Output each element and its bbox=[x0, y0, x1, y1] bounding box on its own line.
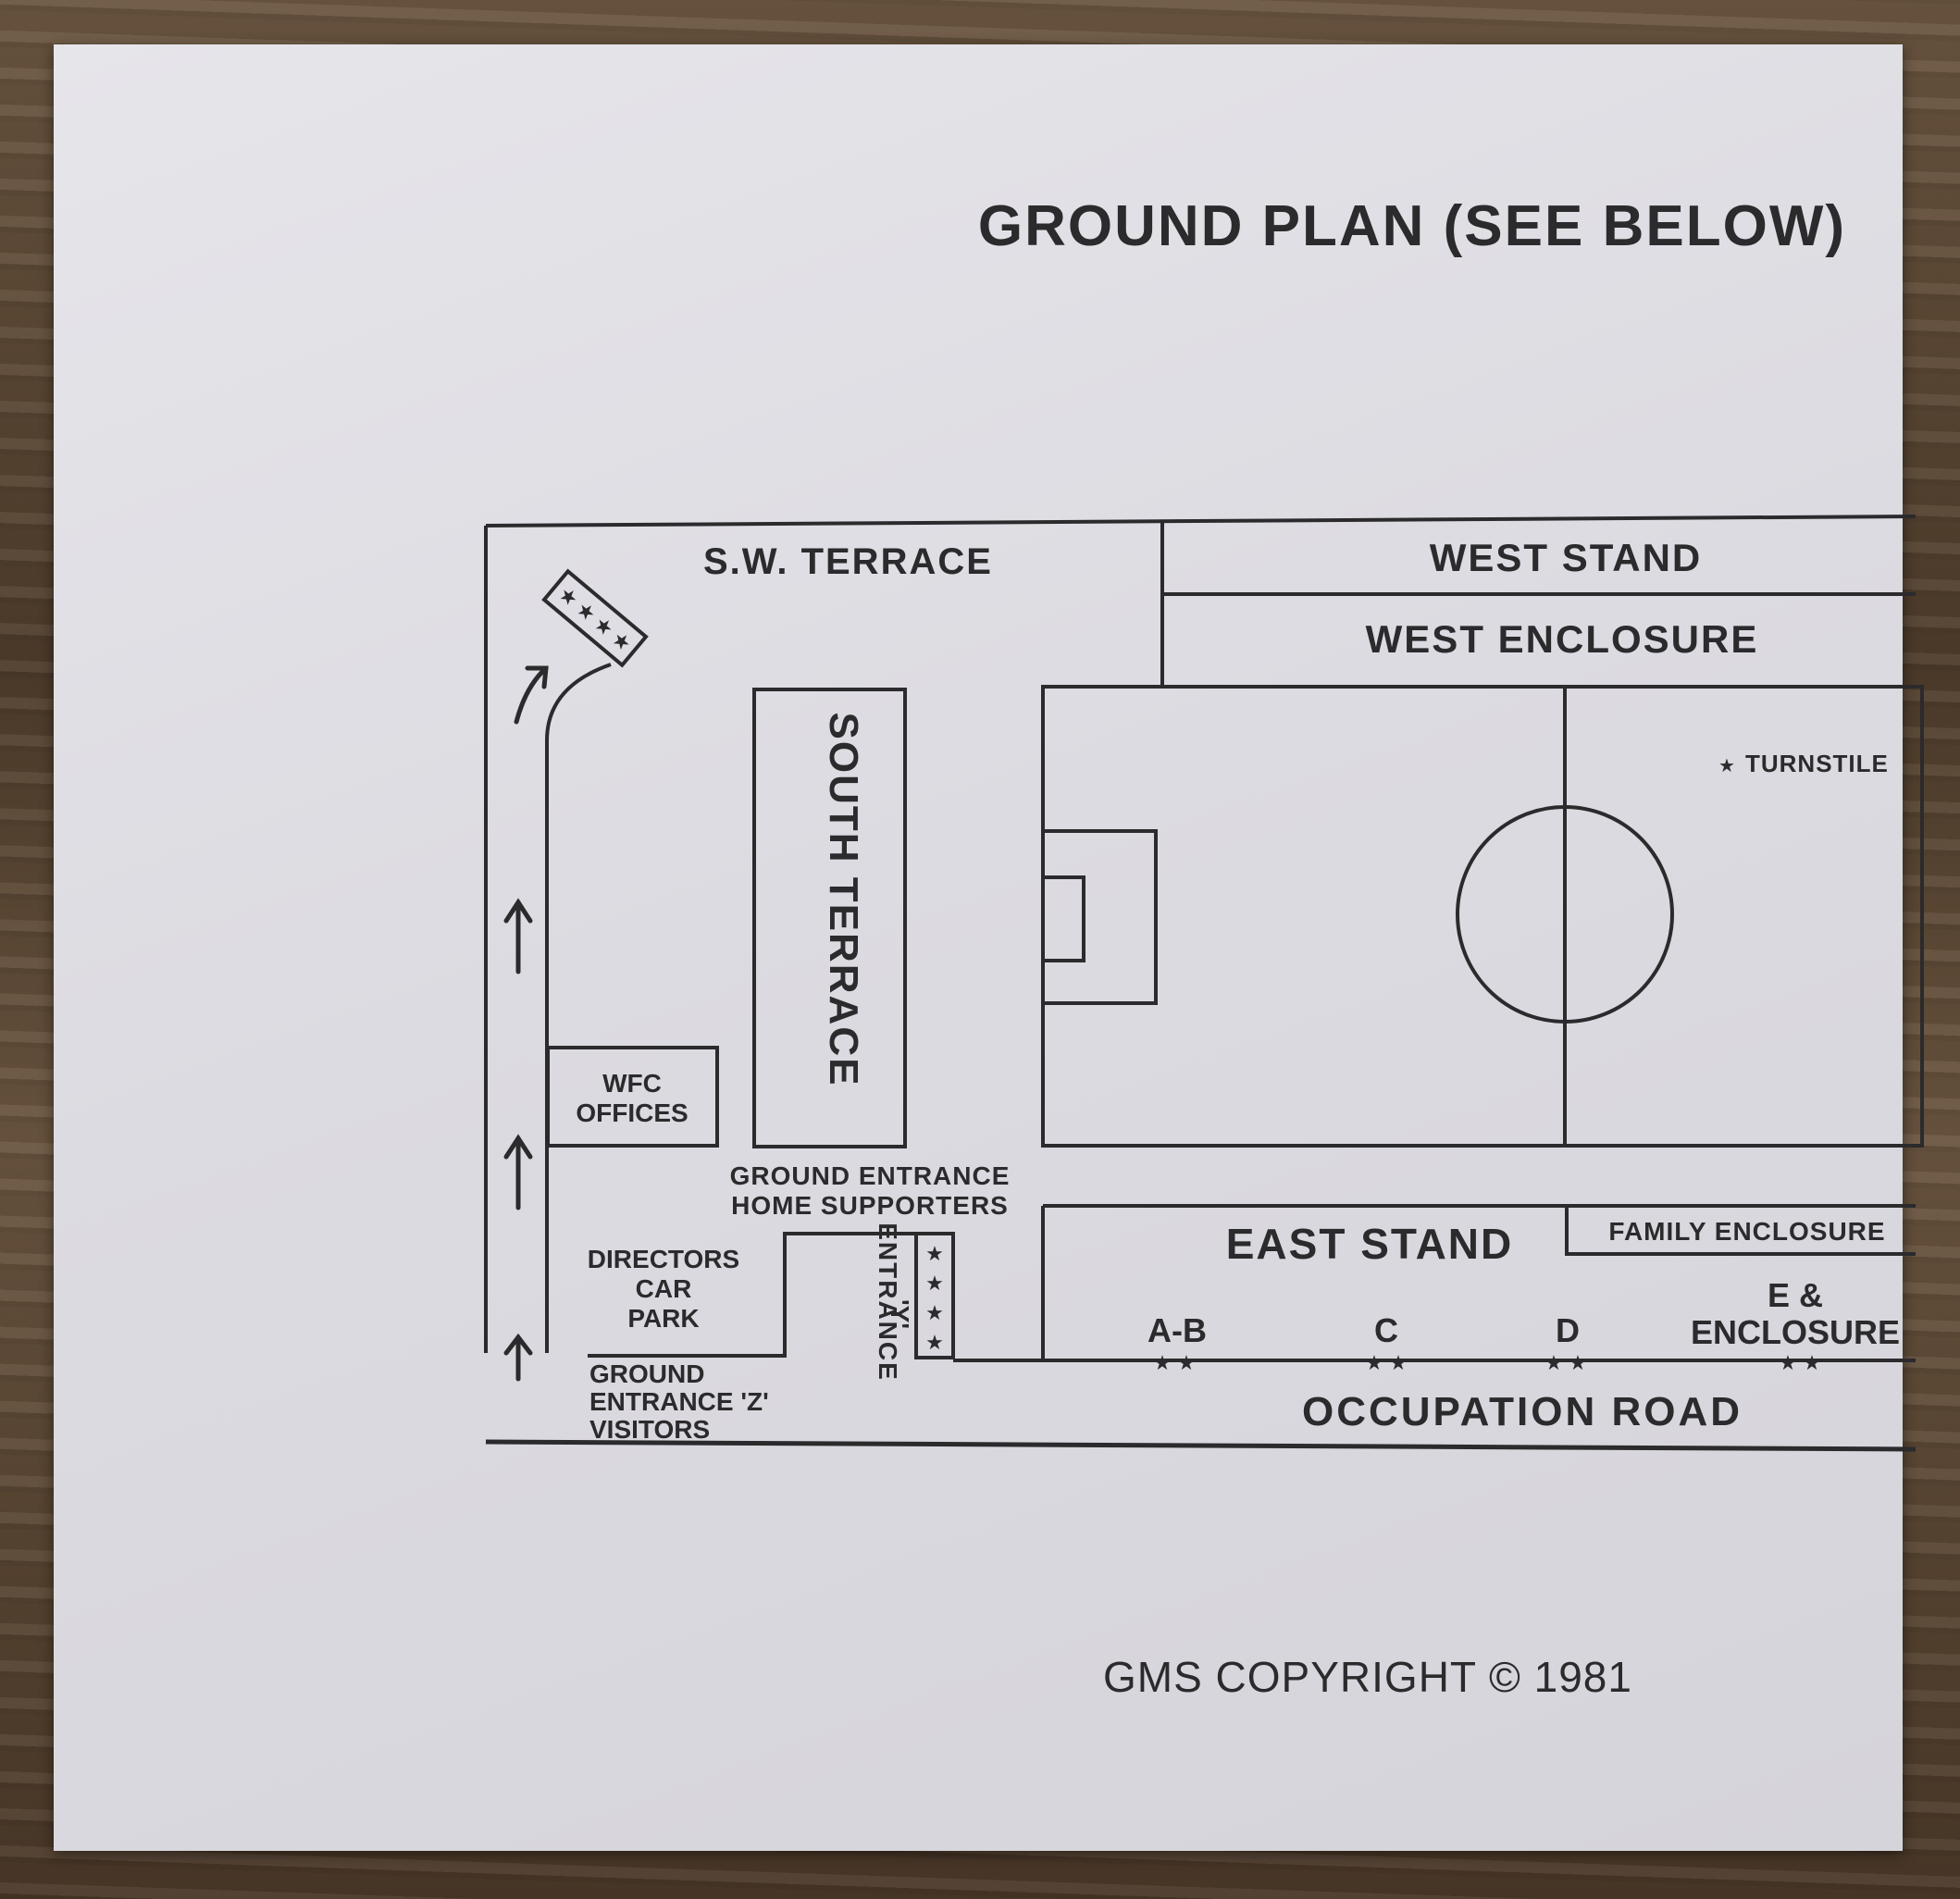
west-enclosure-label: WEST ENCLOSURE bbox=[1366, 617, 1759, 661]
star-icon: ★ bbox=[1544, 1352, 1563, 1375]
paper-sheet bbox=[54, 44, 1903, 1851]
star-icon: ★ bbox=[925, 1332, 944, 1355]
star-icon: ★ bbox=[925, 1272, 944, 1296]
star-icon: ★ bbox=[925, 1243, 944, 1266]
directors-label-3: PARK bbox=[627, 1304, 699, 1333]
arrow-up-icon bbox=[503, 1333, 533, 1382]
occupation-road-label: OCCUPATION ROAD bbox=[1302, 1389, 1743, 1434]
star-icon: ★ bbox=[1153, 1352, 1172, 1375]
entrance-y-label-2: 'Y' bbox=[886, 1299, 914, 1329]
penalty-area bbox=[1041, 829, 1158, 1005]
south-terrace-box bbox=[752, 688, 907, 1148]
internal-lane-path bbox=[545, 663, 612, 1353]
arrow-curved-icon bbox=[514, 665, 549, 725]
boundary-top-line bbox=[485, 515, 1917, 528]
sw-turnstile-box bbox=[541, 568, 649, 668]
visitors-entrance-label-3: VISITORS bbox=[589, 1415, 710, 1444]
turnstile-e-label-2: ENCLOSURE bbox=[1691, 1313, 1900, 1351]
turnstile-ab-label: A-B bbox=[1147, 1311, 1207, 1349]
goal-area bbox=[1041, 875, 1085, 962]
directors-label-2: CAR bbox=[636, 1274, 692, 1303]
sw-terrace-label: S.W. TERRACE bbox=[703, 541, 993, 582]
turnstile-d-label: D bbox=[1556, 1311, 1580, 1349]
directors-label-1: DIRECTORS bbox=[588, 1245, 739, 1273]
centre-circle bbox=[1456, 805, 1674, 1024]
star-icon: ★ bbox=[1718, 754, 1735, 776]
turnstile-legend-label: TURNSTILE bbox=[1745, 750, 1889, 777]
page-title: GROUND PLAN (SEE BELOW) bbox=[978, 194, 1846, 258]
wfc-label: WFC bbox=[602, 1069, 662, 1098]
east-stand-label: EAST STAND bbox=[1226, 1220, 1514, 1268]
star-icon: ★ bbox=[1803, 1352, 1821, 1375]
star-icon: ★ bbox=[925, 1302, 944, 1325]
home-entrance-label-2: HOME SUPPORTERS bbox=[731, 1191, 1009, 1220]
home-entrance-label-1: GROUND ENTRANCE bbox=[730, 1161, 1011, 1190]
visitors-entrance-label-1: GROUND bbox=[589, 1359, 704, 1388]
south-terrace-label: SOUTH TERRACE bbox=[821, 713, 866, 1087]
star-icon: ★ bbox=[1365, 1352, 1383, 1375]
visitors-entrance-label-2: ENTRANCE 'Z' bbox=[589, 1387, 769, 1416]
west-stand-label: WEST STAND bbox=[1430, 536, 1703, 579]
turnstile-e-label-1: E & bbox=[1768, 1276, 1823, 1314]
family-enclosure-label: FAMILY ENCLOSURE bbox=[1608, 1217, 1885, 1246]
boundary-bottom-line bbox=[485, 1439, 1917, 1452]
copyright-text: GMS COPYRIGHT © 1981 bbox=[1103, 1653, 1632, 1701]
star-icon: ★ bbox=[1177, 1352, 1196, 1375]
entrance-y-turnstile-box bbox=[914, 1232, 955, 1359]
turnstile-c-label: C bbox=[1374, 1311, 1398, 1349]
star-icon: ★ bbox=[1569, 1352, 1587, 1375]
family-enclosure-box bbox=[1565, 1206, 1916, 1256]
arrow-up-icon bbox=[503, 1134, 533, 1210]
star-icon: ★ bbox=[1779, 1352, 1797, 1375]
entrance-y-label-1: ENTRANCE bbox=[874, 1223, 902, 1382]
star-icon: ★ bbox=[1389, 1352, 1408, 1375]
arrow-up-icon bbox=[503, 898, 533, 974]
offices-label: OFFICES bbox=[576, 1098, 688, 1127]
